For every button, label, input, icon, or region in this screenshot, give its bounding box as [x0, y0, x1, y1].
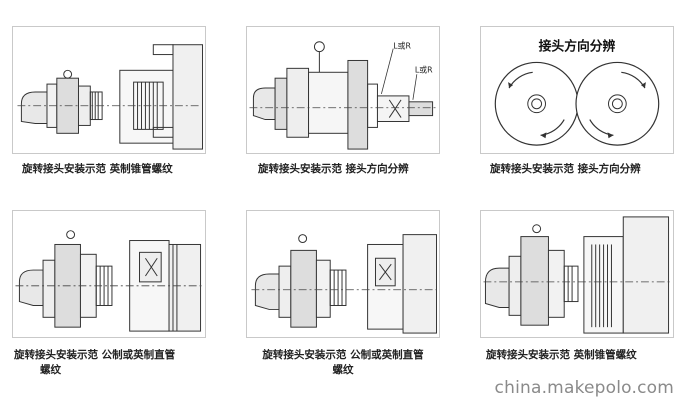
panel-4-caption: 旋转接头安装示范 公制或英制直管 螺纹	[14, 348, 175, 378]
rotary-joint-tapered-thread-drawing-2	[483, 216, 671, 334]
diagram-panel-4	[12, 210, 206, 338]
direction-label-top: L或R	[393, 41, 411, 51]
panel-6-caption: 旋转接头安装示范 英制锥管螺纹	[486, 348, 637, 363]
direction-label-bottom: L或R	[415, 64, 433, 74]
diagram-panel-3: 接头方向分辨	[480, 26, 674, 154]
rotary-joint-tapered-thread-drawing	[17, 44, 204, 150]
panel-1-caption: 旋转接头安装示范 英制锥管螺纹	[22, 162, 173, 177]
panel-4-caption-line1: 旋转接头安装示范 公制或英制直管	[14, 349, 176, 361]
panel-5-caption-line2: 螺纹	[332, 364, 354, 376]
diagram-panel-6	[480, 210, 674, 338]
panel-1-caption-line1: 旋转接头安装示范 英制锥管螺纹	[22, 163, 173, 175]
joint-direction-circles-drawing: 接头方向分辨	[494, 39, 660, 146]
diagram-panel-2: L或R L或R	[246, 26, 440, 154]
direction-inner-title: 接头方向分辨	[539, 39, 616, 55]
left-rotation-disc	[494, 61, 579, 146]
panel-5-caption: 旋转接头安装示范 公制或英制直管 螺纹	[246, 348, 440, 378]
diagram-panel-5	[246, 210, 440, 338]
panel-2-caption: 旋转接头安装示范 接头方向分辨	[258, 162, 409, 177]
panel-5-caption-line1: 旋转接头安装示范 公制或英制直管	[262, 349, 424, 361]
panel-3-caption: 旋转接头安装示范 接头方向分辨	[490, 162, 641, 177]
rotary-joint-straight-thread-drawing-2	[251, 234, 438, 334]
panel-3-caption-line1: 旋转接头安装示范 接头方向分辨	[490, 163, 641, 175]
diagram-panel-1	[12, 26, 206, 154]
site-watermark: china.makepolo.com	[494, 378, 674, 398]
panel-6-caption-line1: 旋转接头安装示范 英制锥管螺纹	[486, 349, 637, 361]
rotary-joint-straight-thread-drawing	[15, 230, 203, 332]
panel-4-caption-line2: 螺纹	[40, 364, 61, 376]
right-rotation-disc	[575, 61, 660, 146]
rotary-joint-direction-drawing: L或R L或R	[249, 41, 437, 150]
panel-2-caption-line1: 旋转接头安装示范 接头方向分辨	[258, 163, 409, 175]
